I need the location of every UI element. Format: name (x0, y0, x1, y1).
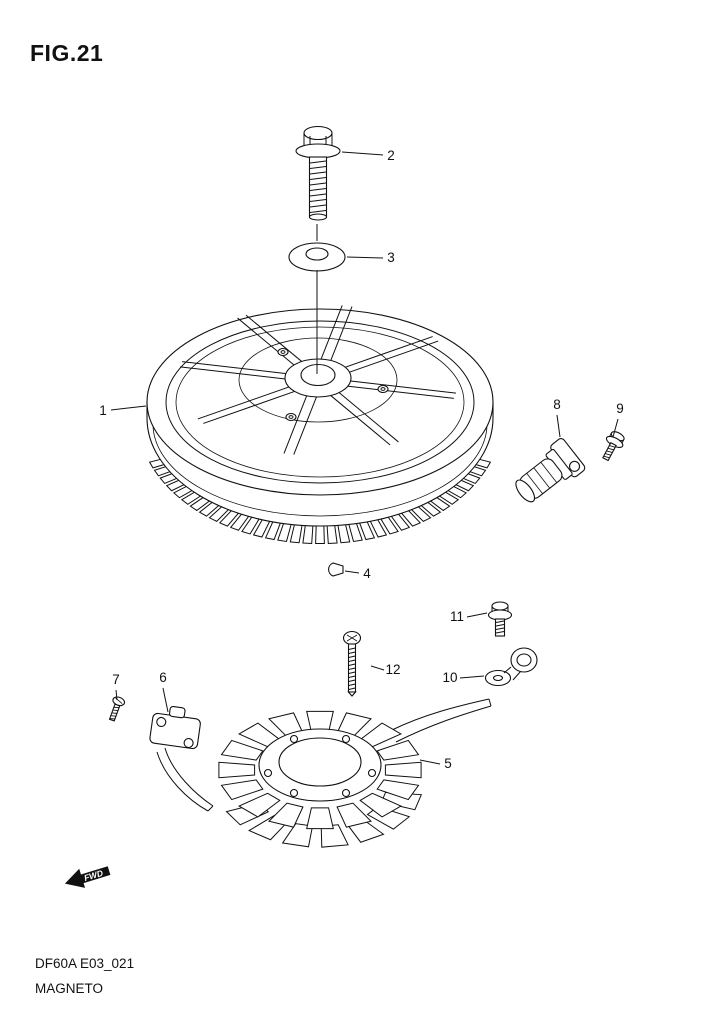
bolt-part-11 (487, 601, 513, 637)
footer: DF60A E03_021 MAGNETO (35, 952, 134, 1002)
sensor-part-8 (515, 438, 586, 503)
key-part-4 (328, 562, 344, 577)
stator-harness-wires (391, 698, 492, 743)
callout-5: 5 (444, 756, 452, 771)
clamp-part-10 (484, 647, 538, 687)
callout-7: 7 (112, 672, 120, 687)
callout-numbers: 1 2 3 4 5 6 7 8 9 10 11 12 (99, 148, 624, 771)
stator-mount-holes (263, 734, 377, 798)
callout-8: 8 (553, 397, 561, 412)
callout-1: 1 (99, 403, 107, 418)
flywheel-part-1 (146, 305, 494, 543)
pickup-part-6 (149, 705, 214, 812)
callout-12: 12 (385, 662, 400, 677)
figure-number: FIG.21 (30, 40, 104, 66)
bolt-part-2 (295, 125, 341, 221)
callout-6: 6 (159, 670, 167, 685)
screw-part-7 (108, 696, 126, 722)
flywheel-spokes (180, 305, 456, 454)
fwd-arrow-icon (64, 866, 111, 888)
model-code: DF60A E03_021 (35, 956, 135, 971)
washer-part-3 (288, 242, 346, 272)
callout-9: 9 (616, 401, 624, 416)
callout-2: 2 (387, 148, 395, 163)
stator-part-5 (219, 698, 492, 847)
figure-name: MAGNETO (35, 980, 104, 996)
bolt-part-9 (602, 431, 625, 462)
screw-part-12 (342, 630, 362, 697)
callout-4: 4 (363, 566, 371, 581)
callout-10: 10 (442, 670, 457, 685)
fwd-label: FWD (83, 868, 104, 883)
callout-3: 3 (387, 250, 395, 265)
fwd-direction-marker: FWD (64, 866, 111, 888)
callout-leaders (110, 151, 619, 765)
stator-coils (219, 711, 421, 828)
flywheel-rivets (277, 347, 389, 422)
callout-11: 11 (450, 609, 464, 624)
